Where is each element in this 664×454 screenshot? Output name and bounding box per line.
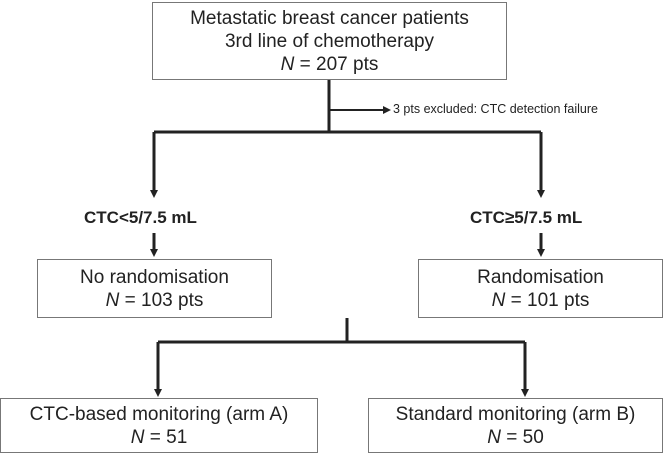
arm-a-title: CTC-based monitoring (arm A) — [29, 403, 289, 425]
arm-a-box: CTC-based monitoring (arm A) N = 51 — [0, 398, 318, 453]
top-box-n: N = 207 pts — [280, 53, 379, 75]
no-randomisation-box: No randomisation N = 103 pts — [37, 259, 272, 318]
arm-b-title: Standard monitoring (arm B) — [395, 403, 636, 425]
randomisation-n: N = 101 pts — [491, 289, 590, 311]
left-criterion-label: CTC<5/7.5 mL — [84, 208, 197, 227]
no-randomisation-n: N = 103 pts — [105, 289, 204, 311]
arm-a-n: N = 51 — [130, 426, 188, 448]
top-box-line2: 3rd line of chemotherapy — [224, 30, 435, 52]
right-criterion-label: CTC≥5/7.5 mL — [470, 208, 583, 227]
no-randomisation-title: No randomisation — [80, 266, 229, 288]
randomisation-box: Randomisation N = 101 pts — [418, 259, 663, 318]
randomisation-title: Randomisation — [477, 266, 604, 288]
top-box-patients: Metastatic breast cancer patients 3rd li… — [152, 2, 507, 80]
exclusion-note: 3 pts excluded: CTC detection failure — [393, 102, 598, 116]
top-box-line1: Metastatic breast cancer patients — [190, 7, 469, 29]
arm-b-box: Standard monitoring (arm B) N = 50 — [368, 398, 663, 453]
arm-b-n: N = 50 — [487, 426, 544, 448]
